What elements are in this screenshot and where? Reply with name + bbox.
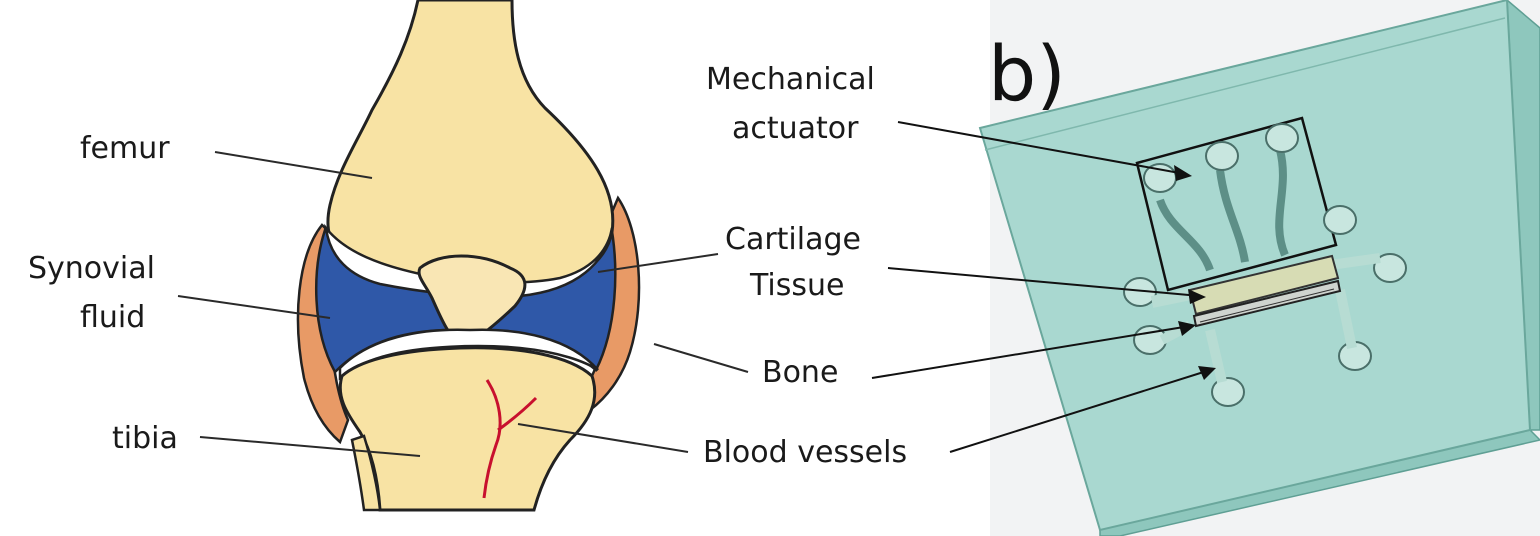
chip-ports (1123, 123, 1407, 407)
cartilage-tissue-chamber (1188, 254, 1340, 316)
arrowhead-bone (1178, 321, 1196, 336)
actuator-channel-3 (1275, 149, 1289, 257)
leader-bone (653, 343, 749, 373)
channel-right-top (1329, 253, 1381, 270)
label-cartilage-line1: Cartilage (725, 222, 861, 257)
fibula-bone (350, 434, 382, 512)
leader-synovial (177, 295, 331, 319)
chip-block-top (978, 0, 1532, 532)
label-tibia: tibia (112, 421, 178, 456)
femur-bone (326, 0, 615, 293)
patella (417, 254, 527, 347)
chip-illustration (978, 0, 1540, 536)
channel-right-bottom (1335, 288, 1357, 350)
arrowhead-cartilage (1188, 289, 1206, 304)
tibia-bone (338, 346, 597, 512)
channel-bottom (1205, 328, 1227, 384)
label-bone: Bone (762, 355, 838, 390)
leader-cartilage (597, 253, 719, 273)
arrowhead-blood-vessels (1198, 366, 1216, 380)
actuator-frame (1135, 116, 1338, 292)
leader-blood-vessels (517, 423, 689, 453)
arrow-cartilage (887, 267, 1201, 297)
knee-joint-illustration (296, 0, 641, 512)
arrowhead-actuator (1174, 165, 1192, 181)
arrow-actuator (897, 121, 1186, 175)
actuator-channel-2 (1216, 169, 1249, 263)
actuator-channel-1 (1156, 198, 1214, 272)
port (1211, 377, 1245, 407)
label-synovial-line2: fluid (80, 300, 145, 335)
chip-arrows (871, 121, 1211, 453)
blood-vessel-2 (497, 396, 538, 432)
label-cartilage-line2: Tissue (749, 268, 844, 303)
label-blood-vessels: Blood vessels (703, 435, 907, 470)
arrow-blood-vessels (949, 369, 1211, 453)
bone-layer-pores (1199, 288, 1335, 323)
port (1323, 205, 1357, 235)
port (1373, 253, 1407, 283)
port (1205, 141, 1239, 171)
blood-vessel-1 (482, 379, 502, 499)
label-actuator-line1: Mechanical (706, 62, 875, 97)
label-actuator-line2: actuator (732, 111, 859, 146)
chip-block-edge (984, 17, 1506, 151)
label-femur: femur (80, 131, 170, 166)
arrow-bone (871, 325, 1191, 379)
panel-letter-b: b) (988, 29, 1066, 118)
chip-arrowheads (1174, 165, 1216, 380)
leader-femur (214, 151, 373, 179)
label-synovial-line1: Synovial (28, 251, 155, 286)
knee-leader-lines (177, 151, 749, 457)
port (1265, 123, 1299, 153)
leader-tibia (199, 436, 421, 457)
